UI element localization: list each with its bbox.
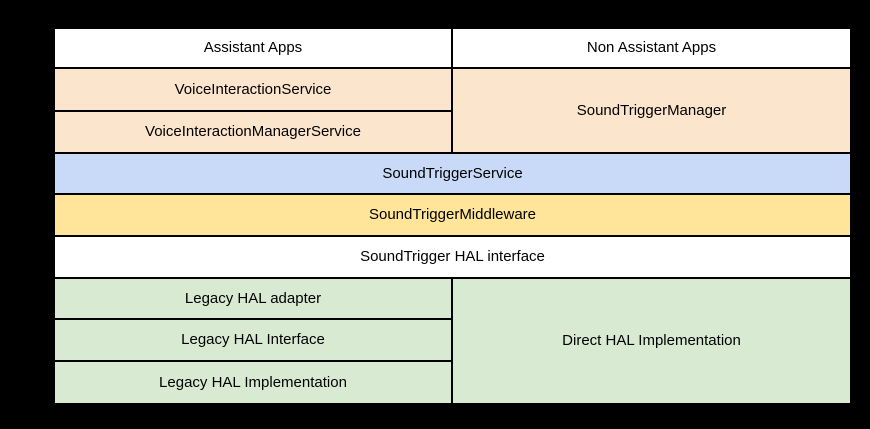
cell-legacy-hal-implementation: Legacy HAL Implementation (53, 360, 453, 405)
cell-legacy-hal-adapter: Legacy HAL adapter (53, 277, 453, 320)
cell-sound-trigger-service: SoundTriggerService (53, 152, 852, 195)
row-hal-interface: SoundTrigger HAL interface (53, 235, 852, 279)
row-hal-3: Legacy HAL Implementation (53, 360, 851, 405)
cell-legacy-hal-interface: Legacy HAL Interface (53, 318, 453, 362)
row-apps: Assistant Apps Non Assistant Apps (53, 27, 852, 69)
row-sound-trigger-middleware: SoundTriggerMiddleware (53, 193, 852, 237)
row-sound-trigger-service: SoundTriggerService (53, 152, 852, 195)
row-framework-2: VoiceInteractionManagerService (53, 110, 851, 154)
cell-non-assistant-apps: Non Assistant Apps (451, 27, 852, 69)
cell-voice-interaction-manager-service: VoiceInteractionManagerService (53, 110, 453, 154)
row-framework-1: VoiceInteractionService SoundTriggerMana… (53, 67, 852, 154)
row-hal-1: Legacy HAL adapter Direct HAL Implementa… (53, 277, 852, 405)
cell-direct-hal-implementation: Direct HAL Implementation (451, 277, 852, 405)
cell-assistant-apps: Assistant Apps (53, 27, 453, 69)
cell-sound-trigger-middleware: SoundTriggerMiddleware (53, 193, 852, 237)
row-hal-2: Legacy HAL Interface (53, 318, 851, 362)
cell-sound-trigger-hal-interface: SoundTrigger HAL interface (53, 235, 852, 279)
soundtrigger-architecture-table: Assistant Apps Non Assistant Apps VoiceI… (53, 27, 852, 405)
cell-voice-interaction-service: VoiceInteractionService (53, 67, 453, 112)
cell-sound-trigger-manager: SoundTriggerManager (451, 67, 852, 154)
